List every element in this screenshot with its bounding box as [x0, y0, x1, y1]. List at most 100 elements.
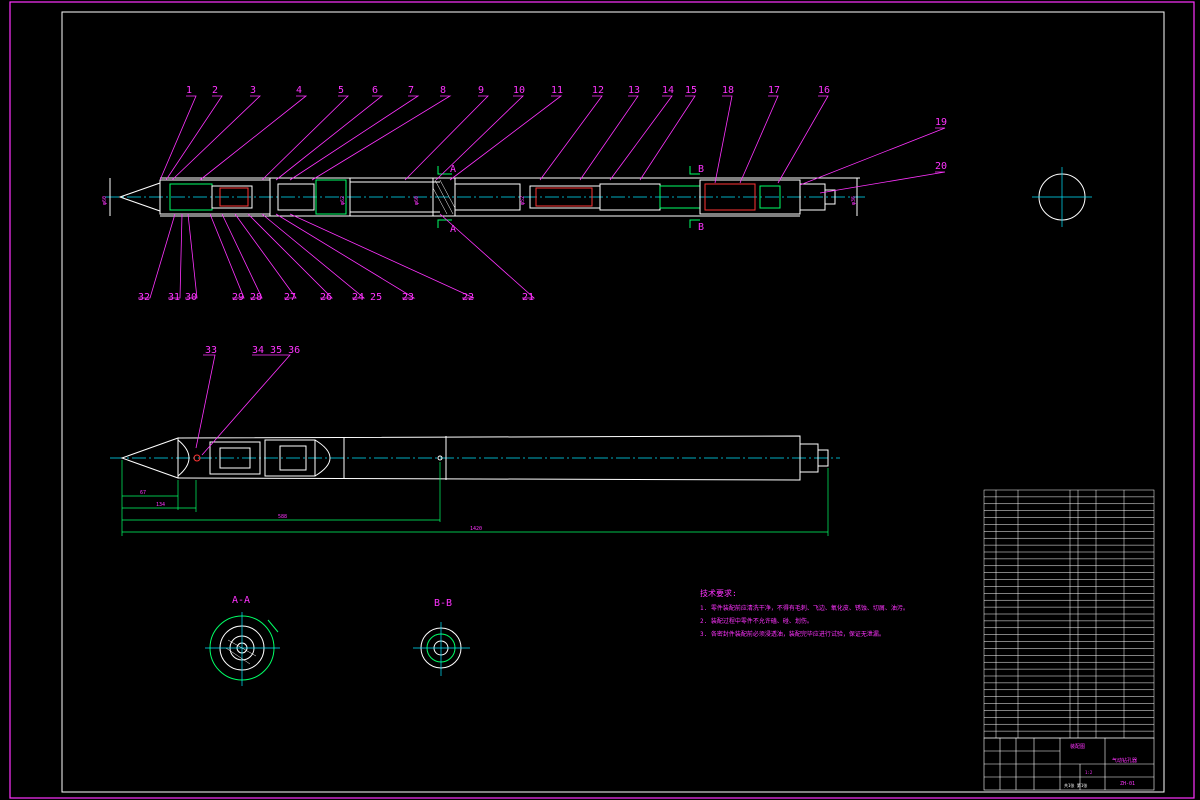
balloon-label-bottom: 22 — [462, 292, 474, 303]
balloon-label-top: 3 — [250, 85, 256, 96]
leader-line-top — [165, 95, 223, 181]
section-marker-b-top: B — [698, 164, 704, 175]
leader-line-top — [311, 95, 452, 181]
leader-line-top — [739, 95, 779, 184]
leader-line-top — [449, 95, 563, 181]
section-view-aa — [205, 612, 280, 686]
balloon-label-top: 8 — [440, 85, 446, 96]
end-view-circle — [1032, 167, 1092, 227]
balloon-33: 33 — [205, 345, 217, 356]
balloon-label-top: 9 — [478, 85, 484, 96]
main-section-view — [105, 166, 865, 228]
dim-main-d1: φ62 — [340, 196, 346, 205]
section-marker-a-top: A — [450, 164, 456, 175]
balloon-label-top: 5 — [338, 85, 344, 96]
balloon-label-top: 6 — [372, 85, 378, 96]
sheet-outer-border — [9, 1, 1195, 799]
dim-main-d2: φ60 — [414, 196, 420, 205]
balloon-label-bottom: 32 — [138, 292, 150, 303]
dim-view2-total: 1420 — [470, 526, 482, 532]
balloon-label-bottom: 31 — [168, 292, 180, 303]
title-block-material: 装配图 — [1070, 743, 1085, 750]
leader-line-top — [539, 95, 603, 181]
tech-req-item-1: 1. 零件装配前应清洗干净，不得有毛刺、飞边、氧化皮、锈蚀、切屑、油污。 — [700, 604, 909, 612]
section-view-bb — [413, 622, 470, 676]
leader-line-top — [289, 95, 420, 181]
balloon-label-bottom: 24 25 — [352, 292, 382, 303]
leader-line-bottom — [439, 213, 536, 299]
leader-group-top — [159, 95, 829, 184]
balloon-label-top: 13 — [628, 85, 640, 96]
leader-line-bottom — [289, 213, 475, 299]
balloon-label-bottom: 26 — [320, 292, 332, 303]
balloon-label-bottom: 27 — [284, 292, 296, 303]
balloon-label-bottom: 30 — [185, 292, 197, 303]
leader-line-bottom — [234, 213, 297, 299]
section-label-aa: A-A — [232, 595, 250, 606]
leader-line-top — [579, 95, 639, 181]
balloon-group-bottom: 32 31 30 29 28 27 26 24 25 23 22 21 — [138, 292, 534, 303]
dim-view2-3: 588 — [278, 514, 287, 520]
leader-line-bottom — [209, 213, 245, 299]
balloon-label-bottom: 28 — [250, 292, 262, 303]
balloon-label-top: 2 — [212, 85, 218, 96]
leader-line-bottom — [138, 213, 176, 299]
balloon-label-top: 4 — [296, 85, 302, 96]
balloon-label-top: 15 — [685, 85, 697, 96]
balloon-19: 19 — [935, 117, 947, 128]
balloon-label-top: 1 — [186, 85, 192, 96]
dim-main-d3: φ52 — [520, 196, 526, 205]
section-marker-a-bottom: A — [450, 224, 456, 235]
tech-req-item-3: 3. 各密封件装配前必须浸透油，装配完毕应进行试验，保证无泄漏。 — [700, 630, 885, 638]
tech-req-item-2: 2. 装配过程中零件不允许磕、碰、划伤。 — [700, 617, 813, 625]
leader-line-bottom — [247, 213, 333, 299]
section-marker-b-bottom: B — [698, 222, 704, 233]
leader-line-top — [435, 95, 524, 181]
dim-main-right-dia: φ36 — [851, 196, 857, 205]
leader-line-bottom — [168, 213, 183, 299]
section-label-bb: B-B — [434, 598, 452, 609]
balloon-label-top: 14 — [662, 85, 674, 96]
balloon-label-bottom: 29 — [232, 292, 244, 303]
balloon-20: 20 — [935, 161, 947, 172]
balloon-label-top: 7 — [408, 85, 414, 96]
leader-line-bottom — [275, 213, 416, 299]
dim-main-left-dia: φ60 — [102, 196, 108, 205]
leader-line-bottom — [185, 213, 198, 299]
leader-group-right — [799, 127, 946, 194]
tech-req-title: 技术要求: — [700, 588, 737, 598]
balloon-label-top: 17 — [768, 85, 780, 96]
balloon-label-top: 10 — [513, 85, 525, 96]
leader-line-top — [159, 95, 197, 181]
dim-view2-2: 134 — [156, 502, 165, 508]
title-block-sheet: 共1张 第1张 — [1064, 782, 1087, 788]
leader-group-bottom — [138, 213, 536, 299]
leader-line-top — [609, 95, 673, 181]
leader-line-bottom — [261, 213, 366, 299]
parts-list-table — [983, 489, 1155, 739]
title-block-title: 气动钻孔器 — [1112, 757, 1137, 764]
leader-group-view2 — [195, 354, 291, 456]
leader-line-top — [171, 95, 261, 181]
balloon-label-bottom: 21 — [522, 292, 534, 303]
title-block — [983, 737, 1155, 791]
leader-line-top — [639, 95, 696, 181]
title-block-scale: 1:2 — [1085, 770, 1093, 775]
leader-line-top — [199, 95, 308, 181]
title-block-drawing-no: ZH-01 — [1120, 781, 1135, 787]
leader-line-top — [404, 95, 489, 181]
balloon-label-top: 18 — [722, 85, 734, 96]
balloon-label-top: 11 — [551, 85, 563, 96]
balloon-label-bottom: 23 — [402, 292, 414, 303]
leader-line-bottom — [221, 213, 263, 299]
leader-line-top — [777, 95, 829, 184]
balloon-label-top: 16 — [818, 85, 830, 96]
leader-line-top — [261, 95, 349, 181]
leader-line-top — [714, 95, 733, 184]
dim-view2-1: 67 — [140, 490, 146, 496]
external-view-dims — [121, 460, 829, 536]
sheet-inner-border — [61, 11, 1165, 793]
external-view — [110, 435, 840, 481]
